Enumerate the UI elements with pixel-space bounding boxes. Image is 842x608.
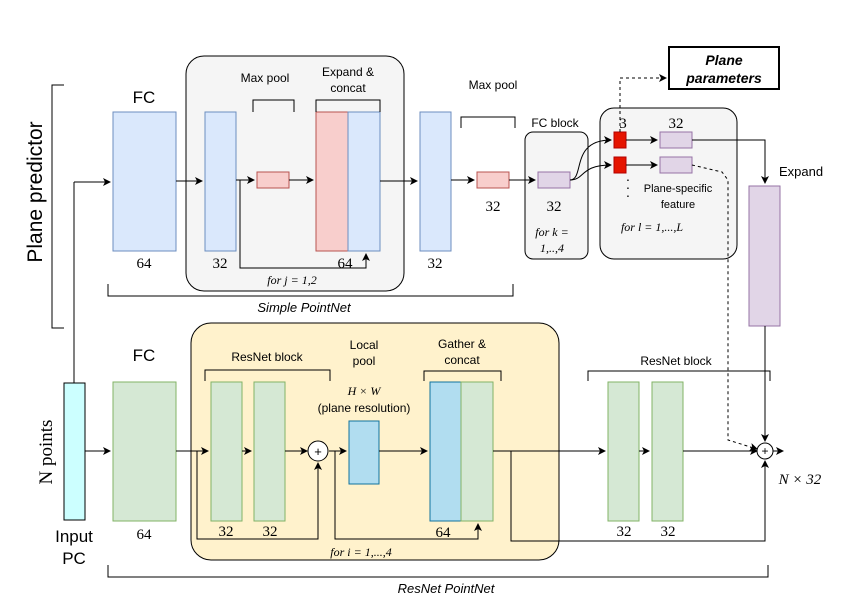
n-points-label: N points [36, 420, 57, 485]
bracket-gather-concat [423, 370, 502, 381]
max-pool-2-block [476, 171, 510, 189]
gather-concat-label-2: concat [444, 353, 480, 367]
fc-block-feature [537, 171, 571, 189]
expand-concat-red-block [315, 111, 349, 252]
resnet-block-1-label: ResNet block [231, 350, 303, 364]
plane-parameters-label-2: parameters [685, 70, 762, 86]
local-pool-block [348, 420, 380, 485]
fc-top-block [112, 111, 177, 252]
arrow-purple1-to-expand [692, 139, 769, 184]
resnet-pointnet-label: ResNet PointNet [398, 581, 496, 596]
top-32a-block [204, 111, 237, 252]
res2-32b-block [651, 381, 684, 522]
plane-params-box [599, 107, 738, 260]
dots-3: . [626, 184, 630, 200]
arrow-gather-skip [334, 451, 482, 540]
dim-res-32a: 32 [219, 524, 234, 540]
gather-blue-block [429, 381, 462, 522]
dots-1: . [626, 168, 630, 184]
plane-predictor-label: Plane predictor [24, 121, 47, 262]
input-pc-block [63, 382, 86, 521]
dim-fc-bottom: 64 [137, 527, 153, 543]
output-label: N × 32 [778, 472, 822, 488]
arrow-fcblock-to-red1 [569, 136, 612, 181]
for-k-label-1: for k = [535, 225, 568, 239]
dim-param-32: 32 [669, 116, 684, 132]
plus-sign-1: + [314, 444, 322, 459]
bracket-resnet-block-1 [204, 369, 331, 381]
plus-circle-1 [307, 440, 329, 462]
bracket-resnet-pointnet [107, 565, 769, 578]
res-32b-block [253, 381, 286, 522]
expand-block [748, 185, 781, 327]
expand-concat-label-1: Expand & [322, 65, 374, 79]
dim-top-32a: 32 [213, 256, 228, 272]
dim-fcblock-32: 32 [547, 199, 562, 215]
arrow-skip-j [239, 180, 370, 269]
expand-concat-label-2: concat [330, 81, 366, 95]
param-red-block-2 [613, 156, 627, 174]
dim-top-32c: 32 [428, 256, 443, 272]
dim-top-64: 64 [338, 256, 354, 272]
bracket-simple-pointnet [107, 284, 514, 297]
plane-parameters-label-1: Plane [705, 52, 743, 68]
res2-32a-block [607, 381, 640, 522]
for-i-label: for i = 1,...,4 [330, 545, 391, 559]
fc-bottom-block [112, 381, 177, 522]
input-pc-label-1: Input [55, 527, 93, 546]
plane-specific-label-1: Plane-specific [644, 183, 713, 195]
bracket-max-pool-2 [460, 116, 516, 128]
param-red-block-1 [613, 131, 627, 149]
local-pool-label-1: Local [350, 338, 379, 352]
for-l-label: for l = 1,...,L [621, 220, 683, 234]
gather-green-block [460, 381, 494, 522]
resnet-block-2-label: ResNet block [640, 354, 712, 368]
plane-predictor-bracket [51, 84, 64, 329]
plane-resolution-label: (plane resolution) [318, 401, 411, 415]
simple-pointnet-label: Simple PointNet [257, 300, 352, 315]
dim-res2-32b: 32 [661, 524, 676, 540]
bracket-resnet-block-2 [587, 370, 771, 381]
local-pool-label-2: pool [353, 354, 376, 368]
fc-top-label: FC [133, 88, 156, 107]
arrow-red1-to-params [619, 74, 667, 132]
plane-specific-label-2: feature [661, 199, 695, 211]
param-purple-block-1 [659, 131, 693, 149]
res-32a-block [210, 381, 243, 522]
param-purple-block-2 [659, 156, 693, 174]
expand-concat-blue-block [347, 111, 381, 252]
dim-param-3: 3 [619, 116, 627, 132]
arrow-res2-skip [510, 451, 769, 542]
max-pool-2-label: Max pool [469, 78, 518, 92]
arrow-res-skip [196, 451, 322, 540]
dim-fc-top: 64 [137, 256, 153, 272]
for-j-label: for j = 1,2 [267, 273, 316, 287]
dots-2: . [626, 176, 630, 192]
bracket-max-pool-1 [252, 99, 295, 112]
plus-circle-output [756, 442, 774, 460]
arrow-fcblock-to-red2 [569, 161, 612, 181]
top-32c-block [419, 111, 452, 252]
hxw-label: H × W [347, 384, 382, 398]
for-k-label-2: 1,..,4 [540, 241, 564, 255]
dim-res2-32a: 32 [617, 524, 632, 540]
fc-block-label: FC block [531, 116, 579, 130]
input-pc-label-2: PC [62, 549, 86, 568]
fc-block-box [524, 131, 589, 260]
plus-sign-output: + [761, 444, 768, 458]
arrow-purple2-to-output [691, 164, 758, 451]
max-pool-1-block [256, 171, 290, 189]
plane-parameters-box [668, 46, 780, 90]
gather-concat-label-1: Gather & [438, 337, 486, 351]
max-pool-1-label: Max pool [241, 71, 290, 85]
dim-gather-64: 64 [436, 525, 452, 541]
dim-top-32b: 32 [486, 199, 501, 215]
expand-label: Expand [779, 164, 823, 179]
dim-res-32b: 32 [263, 524, 278, 540]
fc-bottom-label: FC [133, 346, 156, 365]
bracket-expand-concat [315, 99, 381, 112]
